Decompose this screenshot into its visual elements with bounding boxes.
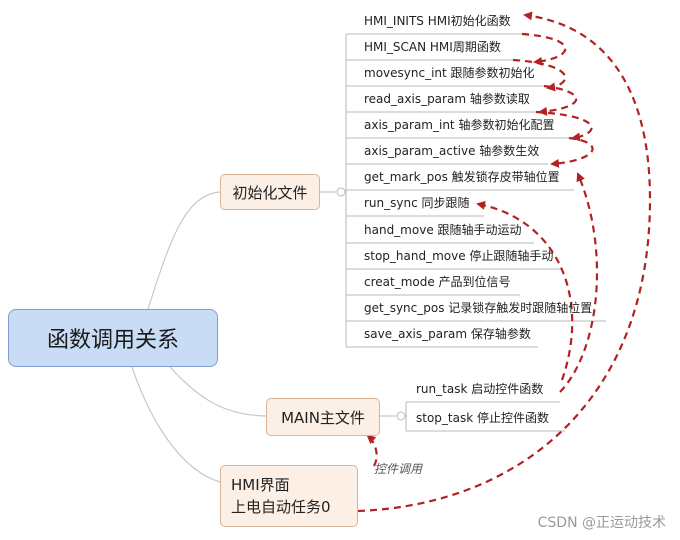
hmi-label-line1: HMI界面 xyxy=(231,476,290,494)
leaf-axis-param-active: axis_param_active 轴参数生效 xyxy=(364,144,540,158)
watermark: CSDN @正运动技术 xyxy=(537,515,666,531)
curve-root-hmi xyxy=(131,366,221,483)
leaf-read-axis-param: read_axis_param 轴参数读取 xyxy=(364,92,530,106)
hmi-label-line2: 上电自动任务0 xyxy=(231,498,331,516)
root-node: 函数调用关系 xyxy=(8,309,218,367)
leaf-stop-task: stop_task 停止控件函数 xyxy=(416,411,549,425)
main-file-node: MAIN主文件 xyxy=(266,398,380,436)
leaf-get-mark-pos: get_mark_pos 触发锁存皮带轴位置 xyxy=(364,170,560,184)
main-tree-lines xyxy=(380,401,565,432)
leaf-axis-param-int: axis_param_int 轴参数初始化配置 xyxy=(364,118,555,132)
leaf-hand-move: hand_move 跟随轴手动运动 xyxy=(364,223,522,237)
call-arrows xyxy=(357,11,652,513)
hmi-node: HMI界面 上电自动任务0 xyxy=(220,465,358,527)
root-branch-curves xyxy=(131,191,267,483)
leaf-hmi-scan: HMI_SCAN HMI周期函数 xyxy=(364,40,501,54)
leaf-stop-hand-move: stop_hand_move 停止跟随轴手动 xyxy=(364,249,554,263)
main-file-label: MAIN主文件 xyxy=(281,408,365,427)
root-label: 函数调用关系 xyxy=(46,328,179,353)
control-call-annotation: 控件调用 xyxy=(374,462,423,476)
leaf-get-sync-pos: get_sync_pos 记录锁存触发时跟随轴位置 xyxy=(364,301,593,315)
leaf-hmi-inits: HMI_INITS HMI初始化函数 xyxy=(364,14,511,28)
curve-root-init xyxy=(147,191,221,310)
leaf-run-task: run_task 启动控件函数 xyxy=(416,382,544,396)
leaf-save-axis-param: save_axis_param 保存轴参数 xyxy=(364,327,531,341)
curve-root-main xyxy=(169,366,267,417)
leaf-run-sync: run_sync 同步跟随 xyxy=(364,196,470,210)
init-file-label: 初始化文件 xyxy=(232,183,308,202)
init-tree-lines xyxy=(320,33,606,348)
leaf-creat-mode: creat_mode 产品到位信号 xyxy=(364,275,511,289)
leaf-movesync-int: movesync_int 跟随参数初始化 xyxy=(364,66,535,80)
init-file-node: 初始化文件 xyxy=(220,174,320,210)
